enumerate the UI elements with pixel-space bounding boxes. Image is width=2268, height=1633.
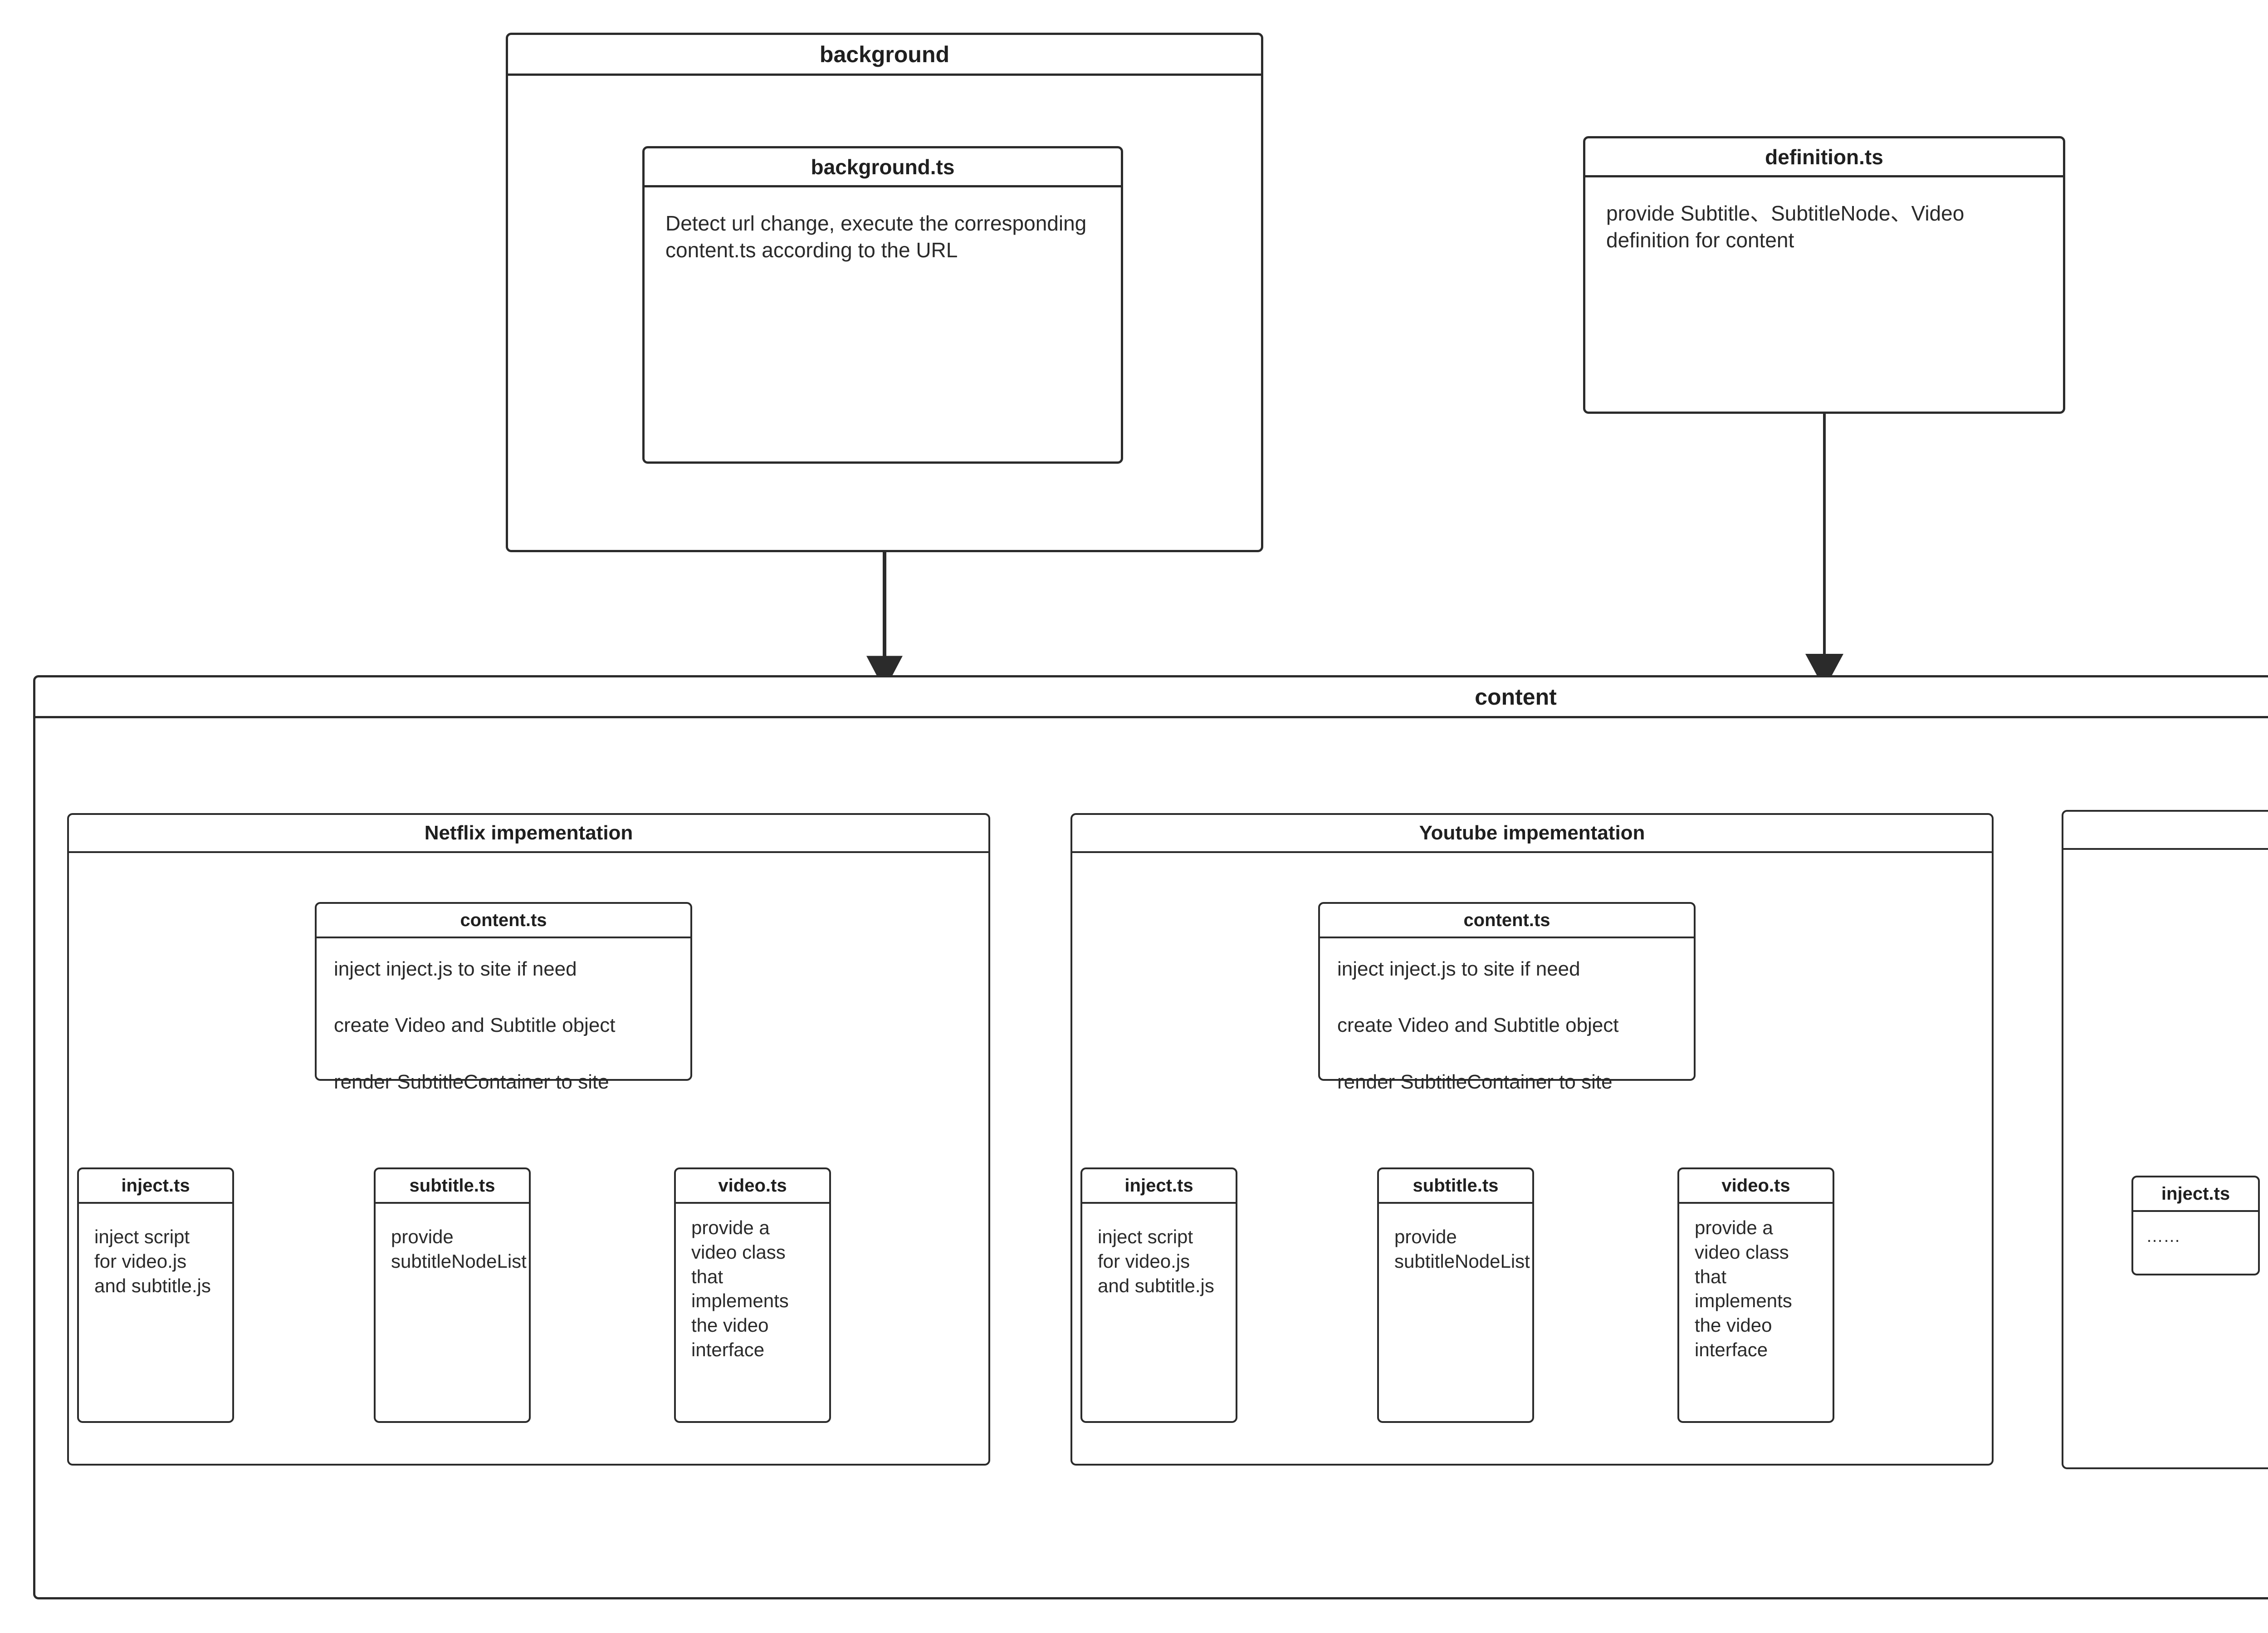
youtube-inject-ts-module[interactable]: inject.ts inject script for video.js and… bbox=[1080, 1167, 1237, 1423]
netflix-video-ts-line: provide a video class that implements th… bbox=[691, 1217, 789, 1360]
netflix-video-ts-module[interactable]: video.ts provide a video class that impl… bbox=[674, 1167, 831, 1423]
impl-panel-netflix-title: Netflix impementation bbox=[69, 815, 988, 853]
netflix-subtitle-ts-body: provide subtitleNodeList bbox=[376, 1204, 529, 1274]
youtube-subtitle-ts-body: provide subtitleNodeList bbox=[1379, 1204, 1532, 1274]
background-group-title: background bbox=[508, 35, 1261, 76]
impl-panel-youtube[interactable]: Youtube impementation content.ts inject … bbox=[1070, 813, 1994, 1466]
netflix-inject-ts-body: inject script for video.js and subtitle.… bbox=[79, 1204, 232, 1298]
youtube-content-ts-line-1: inject inject.js to site if need bbox=[1337, 958, 1580, 980]
youtube-video-ts-body: provide a video class that implements th… bbox=[1679, 1204, 1833, 1362]
impl-panel-netflix[interactable]: Netflix impementation content.ts inject … bbox=[67, 813, 990, 1466]
background-ts-title: background.ts bbox=[645, 148, 1121, 187]
youtube-video-ts-line: provide a video class that implements th… bbox=[1695, 1217, 1792, 1360]
netflix-inject-ts-line: inject script for video.js and subtitle.… bbox=[94, 1226, 211, 1296]
netflix-subtitle-ts-title: subtitle.ts bbox=[376, 1169, 529, 1204]
netflix-video-ts-title: video.ts bbox=[676, 1169, 829, 1204]
youtube-subtitle-ts-line: provide subtitleNodeList bbox=[1394, 1226, 1530, 1272]
definition-ts-module[interactable]: definition.ts provide Subtitle、SubtitleN… bbox=[1583, 136, 2065, 414]
netflix-content-ts-body: inject inject.js to site if need create … bbox=[317, 938, 690, 1095]
youtube-content-ts-module[interactable]: content.ts inject inject.js to site if n… bbox=[1318, 902, 1696, 1093]
youtube-video-ts-title: video.ts bbox=[1679, 1169, 1833, 1204]
youtube-inject-ts-line: inject script for video.js and subtitle.… bbox=[1098, 1226, 1214, 1296]
content-group[interactable]: content Netflix impementation content.ts… bbox=[33, 675, 2268, 1599]
youtube-subtitle-ts-title: subtitle.ts bbox=[1379, 1169, 1532, 1204]
generic-inject-ts-body: …… bbox=[2133, 1212, 2258, 1248]
impl-panel-generic[interactable]: ……. impementation content.ts …… inject.t… bbox=[2062, 810, 2268, 1469]
definition-ts-line: provide Subtitle、SubtitleNode、Video defi… bbox=[1606, 201, 1965, 252]
youtube-content-ts-line-2: create Video and Subtitle object bbox=[1337, 1014, 1619, 1037]
youtube-subtitle-ts-module[interactable]: subtitle.ts provide subtitleNodeList bbox=[1377, 1167, 1534, 1423]
netflix-content-ts-title: content.ts bbox=[317, 904, 690, 938]
youtube-content-ts-title: content.ts bbox=[1320, 904, 1694, 938]
generic-inject-ts-title: inject.ts bbox=[2133, 1177, 2258, 1212]
youtube-content-ts-line-3: render SubtitleContainer to site bbox=[1337, 1070, 1613, 1093]
impl-panel-generic-title: ……. impementation bbox=[2063, 812, 2268, 850]
impl-panel-youtube-title: Youtube impementation bbox=[1072, 815, 1992, 853]
youtube-inject-ts-title: inject.ts bbox=[1082, 1169, 1236, 1204]
netflix-video-ts-body: provide a video class that implements th… bbox=[676, 1204, 829, 1362]
generic-inject-ts-line: …… bbox=[2146, 1227, 2180, 1246]
background-ts-body: Detect url change, execute the correspon… bbox=[645, 187, 1121, 264]
netflix-inject-ts-module[interactable]: inject.ts inject script for video.js and… bbox=[77, 1167, 234, 1423]
netflix-subtitle-ts-line: provide subtitleNodeList bbox=[391, 1226, 527, 1272]
netflix-content-ts-line-3: render SubtitleContainer to site bbox=[334, 1070, 609, 1093]
generic-inject-ts-module[interactable]: inject.ts …… bbox=[2131, 1176, 2260, 1275]
youtube-inject-ts-body: inject script for video.js and subtitle.… bbox=[1082, 1204, 1236, 1298]
netflix-subtitle-ts-module[interactable]: subtitle.ts provide subtitleNodeList bbox=[374, 1167, 531, 1423]
definition-ts-body: provide Subtitle、SubtitleNode、Video defi… bbox=[1585, 177, 2063, 254]
netflix-content-ts-line-2: create Video and Subtitle object bbox=[334, 1014, 616, 1037]
youtube-video-ts-module[interactable]: video.ts provide a video class that impl… bbox=[1677, 1167, 1834, 1423]
netflix-content-ts-line-1: inject inject.js to site if need bbox=[334, 958, 577, 980]
background-group[interactable]: background background.ts Detect url chan… bbox=[506, 33, 1263, 552]
netflix-content-ts-module[interactable]: content.ts inject inject.js to site if n… bbox=[315, 902, 692, 1093]
netflix-inject-ts-title: inject.ts bbox=[79, 1169, 232, 1204]
youtube-content-ts-body: inject inject.js to site if need create … bbox=[1320, 938, 1694, 1095]
definition-ts-title: definition.ts bbox=[1585, 138, 2063, 177]
background-ts-line: Detect url change, execute the correspon… bbox=[665, 211, 1087, 262]
background-ts-module[interactable]: background.ts Detect url change, execute… bbox=[642, 146, 1123, 464]
content-group-title: content bbox=[35, 677, 2268, 718]
